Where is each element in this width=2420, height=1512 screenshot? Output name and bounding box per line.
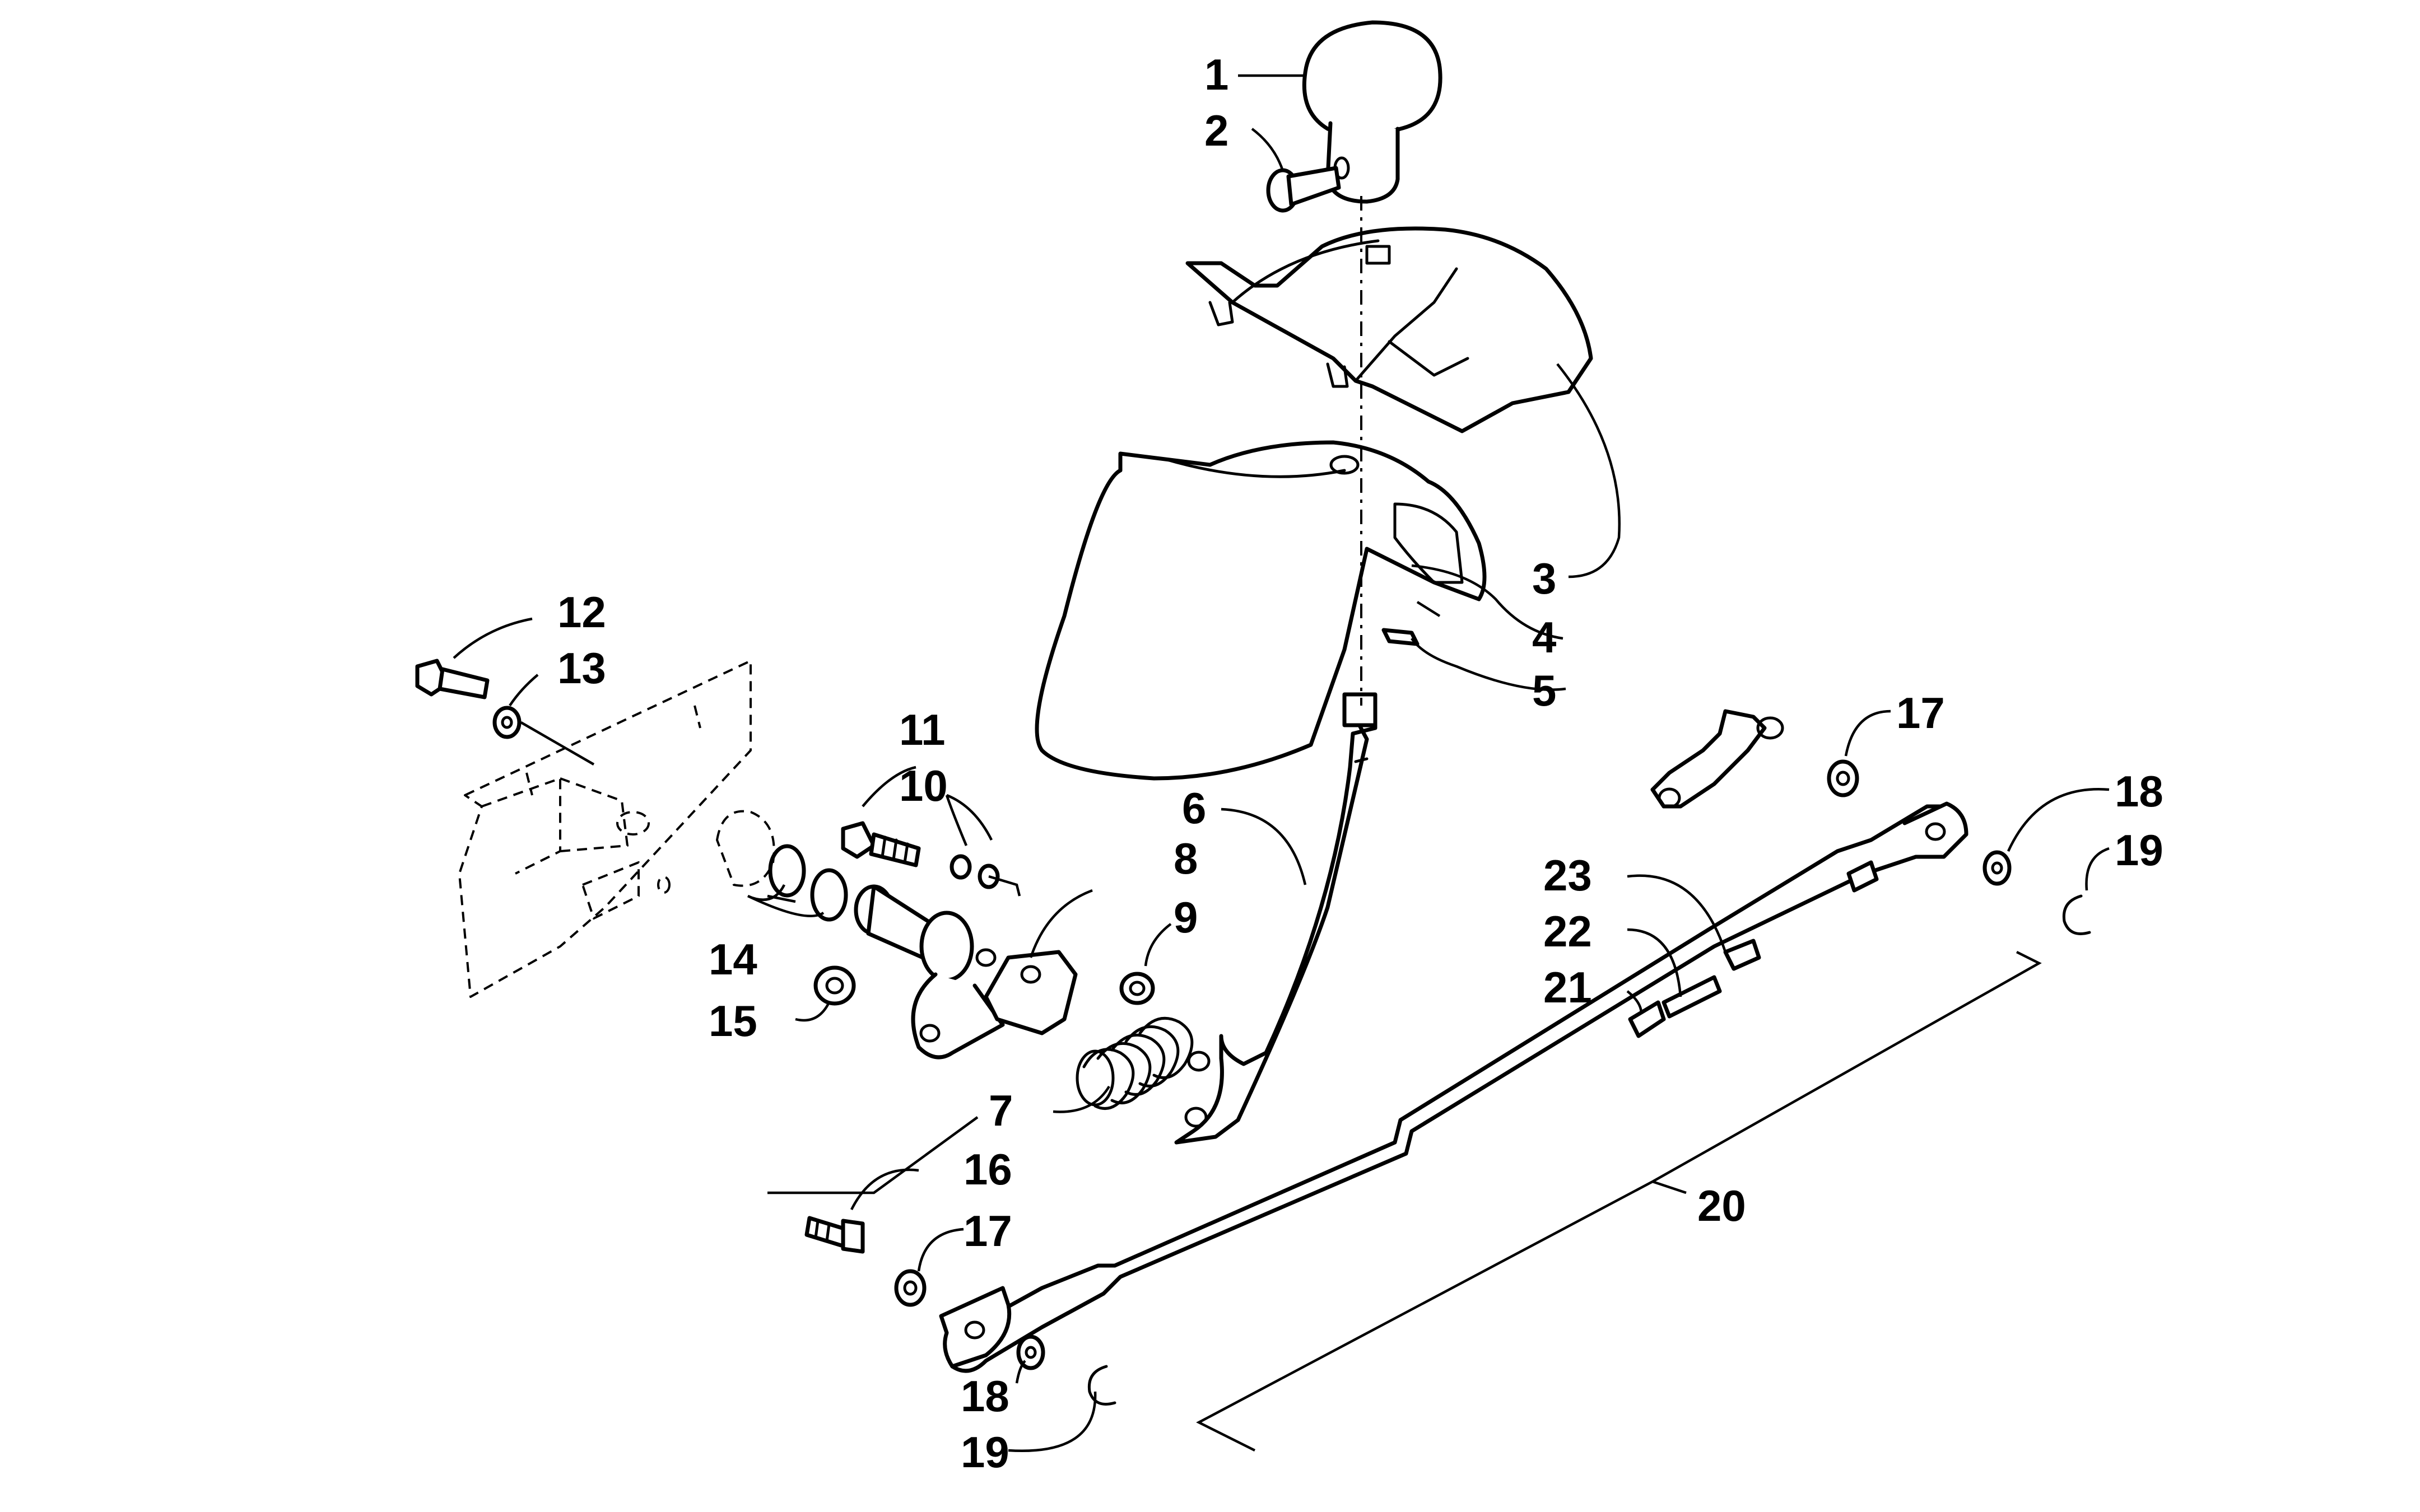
part-bushing-17-upper [1827,759,1859,797]
leader-lines [453,74,2110,1453]
callout-4: 4 [1532,613,1556,662]
part-bushing-left [813,965,856,1006]
part-lower-cover [1035,440,1487,781]
callout-12: 12 [557,587,606,637]
part-clip [1381,628,1420,646]
part-washer-13 [492,706,522,739]
callout-2: 2 [1204,106,1228,155]
callout-18-upper: 18 [2115,767,2163,816]
callout-labels: 1 2 3 4 5 6 7 8 9 10 11 12 13 14 15 16 1… [557,50,2163,1477]
callout-1: 1 [1204,50,1228,99]
callout-14: 14 [709,935,757,984]
callout-15: 15 [709,996,757,1046]
callout-23: 23 [1543,851,1592,900]
callout-20: 20 [1697,1181,1746,1230]
callout-11: 11 [899,705,945,754]
part-shift-knob [1302,20,1442,204]
callout-9: 9 [1174,893,1198,942]
part-clip-19-lower [1087,1365,1116,1406]
callout-21: 21 [1543,963,1592,1012]
callout-22: 22 [1543,907,1592,956]
callout-17-lower: 17 [964,1206,1012,1256]
part-clip-19-upper [2062,894,2091,935]
frame-reference [458,660,775,998]
part-bushing-17-lower [894,1269,927,1307]
part-washer-18-upper [1982,850,2012,886]
callout-13: 13 [557,643,606,693]
part-pivot-shaft [854,884,1078,1060]
callout-7: 7 [989,1086,1013,1135]
part-washers-small [950,854,1000,889]
callout-19-lower: 19 [961,1427,1009,1477]
part-o-rings [768,844,848,922]
callout-17-upper: 17 [1896,688,1945,738]
callout-5: 5 [1532,666,1556,715]
callout-16: 16 [964,1145,1012,1194]
part-shift-lever [1174,692,1377,1145]
callout-6: 6 [1182,783,1206,833]
part-screw [1266,166,1341,213]
part-upper-cover [1185,226,1593,433]
part-shift-rod [939,801,1968,1373]
part-stud [804,1216,865,1254]
callout-19-upper: 19 [2115,825,2163,875]
callout-8: 8 [1174,834,1198,883]
part-bushing-right [1119,972,1155,1005]
callout-18-lower: 18 [961,1371,1009,1421]
part-spring [1076,1016,1194,1110]
callout-10: 10 [899,761,948,810]
part-switch [841,821,921,867]
part-bolt [415,659,490,699]
callout-3: 3 [1532,554,1556,603]
part-shift-arm [1650,709,1784,809]
